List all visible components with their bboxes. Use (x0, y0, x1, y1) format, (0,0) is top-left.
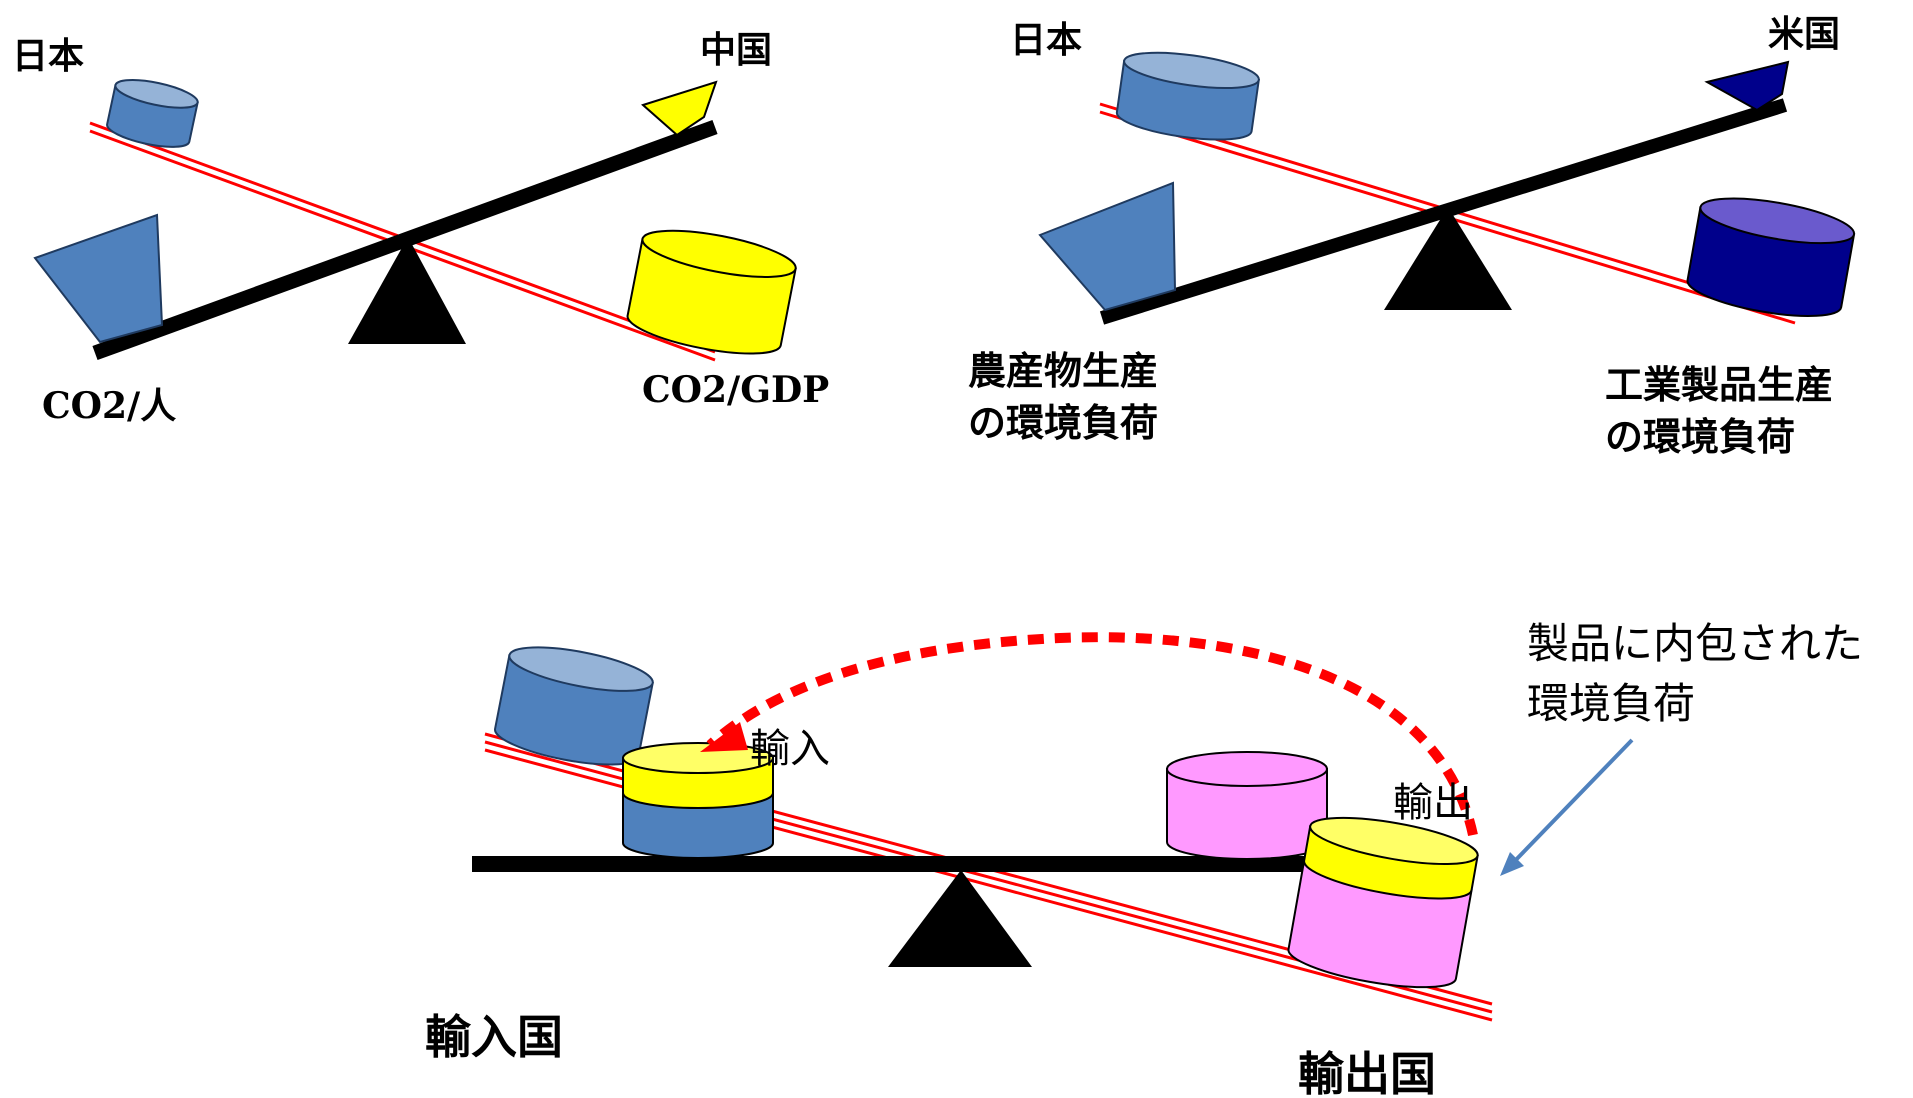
label-export: 輸出 (1393, 780, 1473, 826)
trapezoid-weight-icon (1038, 181, 1177, 312)
cylinder-weight-icon (1686, 197, 1856, 318)
panel-top-right: 日本 米国 農産物生産 の環境負荷 工業製品生産 の環境負荷 (968, 14, 1856, 459)
label-importing-country: 輸入国 (425, 1010, 563, 1064)
cylinder-weight-icon (1166, 751, 1328, 860)
triangle-fulcrum-icon (348, 237, 466, 344)
cylinder-weight-icon (626, 229, 797, 355)
label-industry-load-line2: の環境負荷 (1605, 415, 1795, 459)
panel-bottom: 輸入 輸出 製品に内包された 環境負荷 輸入国 輸出国 (425, 619, 1863, 1098)
arrow-icon (700, 722, 748, 752)
trapezoid-weight-icon (641, 80, 718, 137)
arrow-icon (1500, 852, 1524, 876)
seesaw-beam (1099, 98, 1788, 325)
label-import: 輸入 (750, 726, 830, 772)
triangle-fulcrum-icon (1384, 207, 1512, 310)
triangle-fulcrum-icon (888, 870, 1032, 967)
cylinder-weight-icon (106, 79, 199, 148)
label-japan: 日本 (1010, 20, 1082, 61)
label-co2-per-person: CO2/人 (42, 385, 176, 427)
arrow-icon (1506, 738, 1634, 870)
label-industry-load-line1: 工業製品生産 (1605, 363, 1833, 407)
label-embodied-load-line1: 製品に内包された (1527, 619, 1863, 668)
panel-top-left: 日本 中国 CO2/人 CO2/GDP (12, 30, 829, 427)
label-exporting-country: 輸出国 (1298, 1047, 1436, 1098)
label-agri-load-line1: 農産物生産 (968, 349, 1158, 393)
label-agri-load-line2: の環境負荷 (968, 401, 1158, 445)
label-embodied-load-line2: 環境負荷 (1527, 679, 1695, 728)
seesaw-beam (92, 119, 718, 361)
label-china: 中国 (700, 30, 772, 71)
label-us: 米国 (1768, 14, 1840, 55)
cylinder-weight-icon (1115, 51, 1260, 141)
trapezoid-weight-icon (33, 213, 164, 344)
trapezoid-weight-icon (1704, 60, 1790, 112)
arrow-icon (706, 632, 1478, 837)
label-japan: 日本 (12, 36, 84, 77)
cylinder-weight-icon (1287, 816, 1479, 989)
label-co2-per-gdp: CO2/GDP (642, 369, 829, 411)
